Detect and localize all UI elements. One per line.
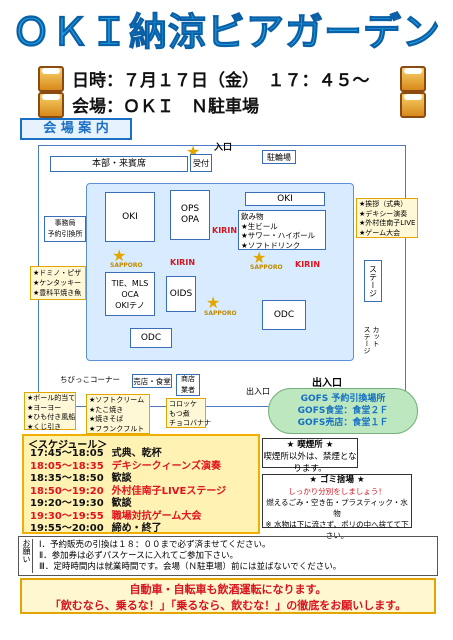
page-title: ＯＫＩ納涼ビアガーデン	[11, 10, 441, 55]
sapporo-label-2: SAPPORO	[250, 264, 283, 271]
beer-mug-icon	[38, 66, 64, 92]
beer-mug-icon	[400, 92, 426, 118]
notes-box: お願い Ⅰ．予約販売の引換は１８：００まで必ず済ませてください。Ⅱ．参加券は必ず…	[18, 536, 438, 576]
reception: 受付	[190, 154, 212, 172]
entrance-top: 入口	[214, 143, 233, 153]
schedule-event: 職場対抗ゲーム大会	[111, 510, 202, 522]
schedule-time: 18:50～19:20	[30, 485, 104, 497]
schedule-time: 18:35～18:50	[30, 473, 104, 484]
garbage-box: ★ ゴミ捨場 ★ しっかり分別をしましょう！ 燃えるごみ・空き缶・プラスティック…	[262, 474, 412, 540]
smoking-box: ★ 喫煙所 ★ 喫煙所以外は、禁煙となります。	[262, 438, 358, 474]
cart-stage: カット ステージ	[363, 326, 380, 354]
notes-label: お願い	[21, 539, 33, 573]
date-line: 日時：７月１７日（金） １７：４５～	[72, 71, 370, 91]
schedule-time: 19:55～20:00	[30, 523, 104, 534]
booth-odc-bottom: ODC	[130, 328, 172, 348]
schedule-row: 18:35～18:50 歓談	[30, 473, 256, 486]
games-note: ★ボール的当て ★ヨーヨー ★ひも付き風船 ★くじ引き	[24, 392, 76, 431]
schedule-heading: ＜スケジュール＞	[28, 440, 108, 451]
schedule-event: 締め・終了	[111, 523, 162, 534]
schedule-event: 歓談	[111, 498, 132, 509]
schedule-row: 19:20～19:30 歓談	[30, 498, 256, 511]
kirin-label: KIRIN	[212, 226, 238, 235]
stage-program-note: ★挨拶（式典） ★デキシー演奏 ★外村佳南子LIVE ★ゲーム大会	[356, 198, 418, 238]
booth-oids: OIDS	[166, 276, 196, 312]
sapporo-label-3: SAPPORO	[204, 310, 237, 317]
entrance-exit-left: 出入口	[246, 387, 270, 396]
stall-cuisine: 売店・食堂	[132, 374, 172, 388]
parking-area: 駐輪場	[262, 150, 296, 164]
venue-section-label: 会 場 案 内	[20, 118, 132, 140]
kirin-label-2: KIRIN	[170, 258, 196, 267]
garbage-title: ★ ゴミ捨場 ★	[309, 475, 365, 485]
schedule-row: 18:50～19:20 外村佳南子LIVEステージ	[30, 486, 256, 499]
schedule-time: 17:45～18:05	[30, 448, 104, 459]
kirin-label-3: KIRIN	[295, 260, 321, 269]
stage: ステージ	[364, 260, 382, 302]
star-icon: ★	[112, 246, 127, 265]
booth-odc-right: ODC	[262, 300, 306, 330]
booth-tie: TIE、MLS OCA OKIテノ	[105, 272, 155, 316]
schedule-time: 19:30～19:55	[30, 510, 104, 522]
venue-line: 会場：ＯＫＩ Ｎ駐車場	[72, 97, 259, 117]
notes-line: Ⅱ．参加券は必ずパスケースに入れてご参加下さい。	[39, 551, 239, 561]
entrance-exit-right: 出入口	[312, 378, 342, 389]
beer-mug-icon	[400, 66, 426, 92]
garbage-line3: ※ 水物は下に流さず、ポリの中へ捨てて下さい。	[265, 520, 409, 540]
schedule-event: 歓談	[111, 473, 132, 484]
star-icon: ★	[252, 248, 267, 267]
schedule-event: デキシークィーンズ演奏	[111, 460, 221, 472]
warning-banner: 自動車・自転車も飲酒運転になります。 「飲むなら、乗るな！」「乗るなら、飲むな！…	[20, 578, 436, 614]
warning-line2: 「飲むなら、乗るな！」「乗るなら、飲むな！」の徹底をお願いします。	[49, 599, 407, 612]
gofs-line2: GOFS売店：食堂１Ｆ	[297, 418, 389, 428]
gofs-title: GOFS 予約引換場所	[300, 394, 386, 404]
schedule-time: 19:20～19:30	[30, 498, 104, 509]
gofs-line1: GOFS食堂：食堂２Ｆ	[297, 406, 389, 416]
beer-mug-icon	[38, 92, 64, 118]
schedule-event: 外村佳南子LIVEステージ	[111, 485, 227, 497]
smoking-text: 喫煙所以外は、禁煙となります。	[263, 452, 357, 474]
schedule-event: 式典、乾杯	[111, 448, 162, 459]
dessert-note: ★ソフトクリーム ★たこ焼き ★焼きそば ★フランクフルト	[86, 394, 150, 434]
notes-line: Ⅲ．定時時間内は就業時間です。会場（Ｎ駐車場）前には並ばないでください。	[39, 562, 342, 572]
schedule-row: 19:55～20:00 締め・終了	[30, 523, 256, 536]
schedule-row: 19:30～19:55 職場対抗ゲーム大会	[30, 511, 256, 524]
booth-ops: OPS OPA	[170, 190, 210, 240]
notes-lines: Ⅰ．予約販売の引換は１８：００まで必ず済ませてください。Ⅱ．参加券は必ずパスケー…	[39, 540, 341, 573]
stall-dept: 商店 業者	[176, 374, 200, 396]
booth-oki-right: OKI	[245, 192, 325, 206]
schedule-panel	[22, 434, 260, 534]
kids-corner: ちびっこコーナー	[60, 375, 120, 384]
office: 事務局 予約引換所	[44, 216, 86, 242]
sapporo-label: SAPPORO	[110, 262, 143, 269]
schedule-row: 17:45～18:05 式典、乾杯	[30, 448, 256, 461]
warning-line1: 自動車・自転車も飲酒運転になります。	[129, 583, 327, 596]
building-main: 本部・来賓席	[50, 156, 188, 172]
notes-line: Ⅰ．予約販売の引換は１８：００まで必ず済ませてください。	[39, 540, 271, 550]
booth-oki-left: OKI	[105, 192, 155, 242]
gofs-cloud: GOFS 予約引換場所 GOFS食堂：食堂２Ｆ GOFS売店：食堂１Ｆ	[268, 388, 418, 434]
star-icon: ★	[206, 293, 221, 312]
garbage-line2: 燃えるごみ・空き缶・プラスティック・水物	[266, 498, 408, 518]
croquette-note: コロッケ もつ煮 チョコバナナ	[166, 398, 211, 428]
schedule-row: 18:05～18:35 デキシークィーンズ演奏	[30, 461, 256, 474]
garbage-line1: しっかり分別をしましょう！	[288, 487, 386, 496]
schedule-time: 18:05～18:35	[30, 460, 104, 472]
food-left-note: ★ドミノ・ピザ ★ケンタッキー ★豊科平焼き魚	[30, 266, 86, 300]
drinks-booth: 飲み物 ★生ビール ★サワー・ハイボール ★ソフトドリンク	[238, 210, 326, 250]
smoking-title: ★ 喫煙所 ★	[286, 440, 334, 450]
